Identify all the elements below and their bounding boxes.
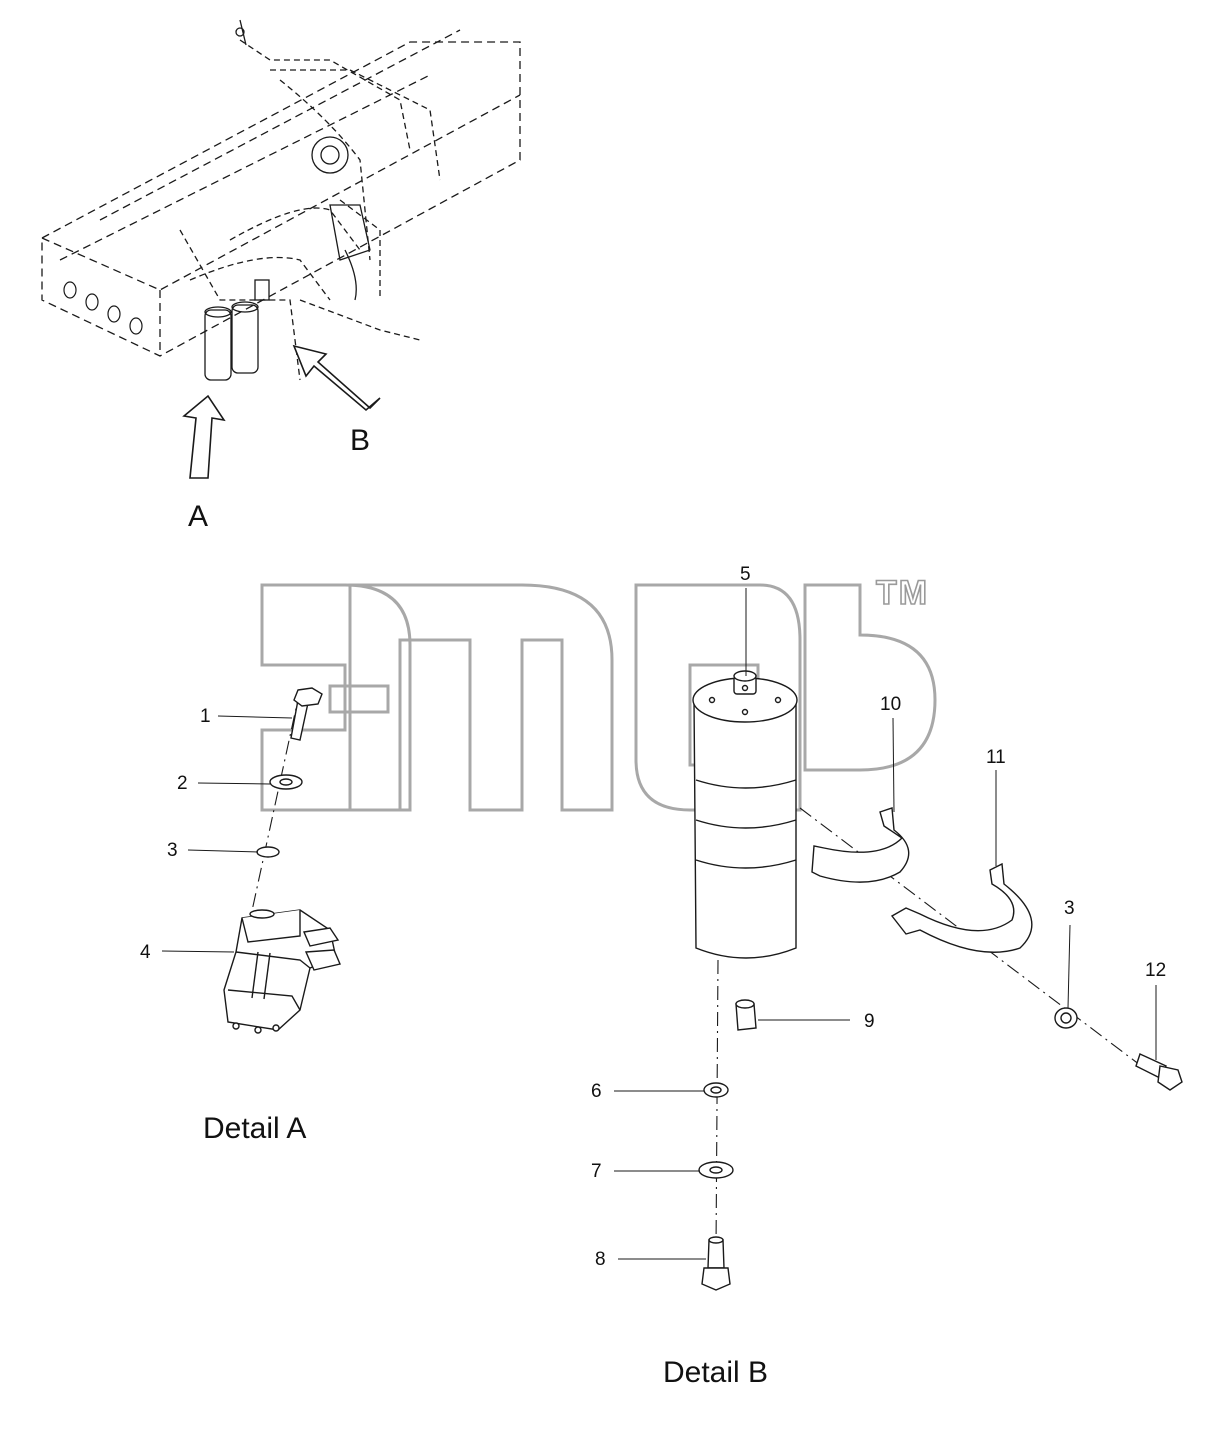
- caption-detail-b: Detail B: [663, 1356, 769, 1389]
- callout-11: 11: [986, 747, 1006, 768]
- callout-10: 10: [880, 694, 902, 715]
- detail-b-leaders: [614, 588, 1157, 1260]
- caption-detail-a: Detail A: [203, 1112, 307, 1145]
- detail-a-leaders: [161, 715, 293, 953]
- part-5-filter: [692, 670, 798, 959]
- callout-3: 3: [167, 840, 178, 861]
- view-arrow-a: [182, 394, 226, 479]
- callout-8: 8: [595, 1249, 606, 1270]
- part-3-lock-washer: [256, 846, 280, 858]
- view-label-b: B: [350, 424, 371, 457]
- callout-3b: 3: [1064, 898, 1075, 919]
- callout-12: 12: [1145, 960, 1167, 981]
- callout-9: 9: [864, 1011, 875, 1032]
- part-9-fitting: [735, 999, 757, 1031]
- callout-2: 2: [177, 773, 188, 794]
- view-arrow-b: [292, 344, 381, 412]
- detail-a-assembly: [223, 687, 341, 1034]
- part-11-bracket: [890, 862, 1033, 953]
- watermark-tm: TM: [875, 573, 930, 613]
- part-1-bolt: [290, 687, 323, 741]
- chassis-overview: [41, 19, 521, 381]
- detail-b-assembly: [692, 670, 1183, 1291]
- part-10-clamp: [811, 807, 910, 883]
- callout-1: 1: [200, 706, 211, 727]
- callout-4: 4: [140, 942, 151, 963]
- part-12-bolt: [1135, 1053, 1183, 1091]
- part-8-bolt: [701, 1236, 731, 1291]
- callout-6: 6: [591, 1081, 602, 1102]
- part-4-valve: [223, 909, 341, 1034]
- callout-7: 7: [591, 1161, 602, 1182]
- watermark-logo: [260, 583, 937, 812]
- callout-5: 5: [740, 564, 751, 585]
- view-label-a: A: [188, 500, 209, 533]
